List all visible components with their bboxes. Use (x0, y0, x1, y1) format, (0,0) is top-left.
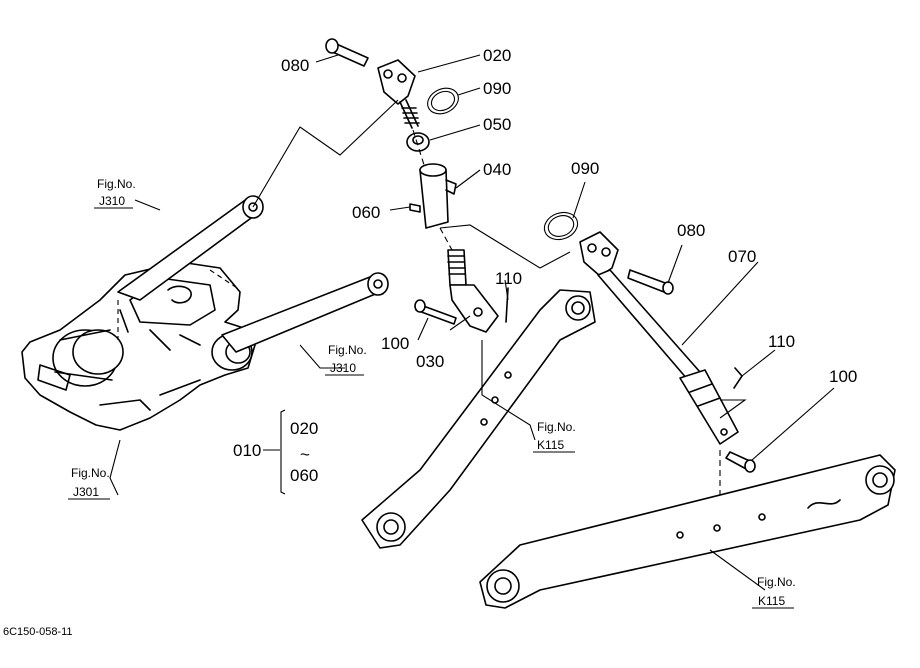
assembly-group: 010 020 ~ 060 (233, 419, 318, 485)
right-lift-rod-drawing (543, 211, 756, 500)
assembly-from: 020 (290, 419, 318, 438)
left-lift-rod-drawing (325, 38, 509, 333)
fig-ref-number-d: K115 (537, 438, 564, 452)
fig-ref-label-d: Fig.No. (537, 420, 576, 434)
part-label-090-right: 090 (571, 159, 599, 178)
part-label-080-top: 080 (281, 56, 309, 75)
fig-ref-label-c: Fig.No. (71, 466, 110, 480)
assembly-tilde: ~ (300, 445, 310, 464)
leader-lines (109, 54, 835, 591)
part-label-110-right: 110 (768, 332, 795, 351)
lower-link-right-drawing (479, 454, 896, 609)
fig-ref-number-b: J310 (330, 361, 356, 375)
hydraulic-housing-drawing (21, 261, 256, 431)
part-label-110-mid: 110 (495, 269, 522, 288)
fig-ref-number-c: J301 (73, 485, 99, 499)
lower-link-middle-drawing (361, 289, 596, 549)
fig-ref-label-a: Fig.No. (97, 177, 136, 191)
part-label-040: 040 (483, 160, 511, 179)
part-label-090-top: 090 (483, 79, 511, 98)
part-label-080-right: 080 (677, 221, 705, 240)
diagram-code: 6C150-058-11 (3, 626, 73, 638)
part-label-100-mid: 100 (381, 334, 409, 353)
part-labels: 080 020 090 050 040 060 090 080 070 110 … (281, 46, 857, 386)
fig-ref-number-a: J310 (99, 194, 125, 208)
assembly-to: 060 (290, 466, 318, 485)
part-label-020: 020 (483, 46, 511, 65)
part-label-060: 060 (352, 203, 380, 222)
fig-ref-number-e: K115 (758, 594, 785, 608)
part-label-070: 070 (728, 247, 756, 266)
lower-lift-arm-drawing (221, 272, 389, 353)
assembly-number: 010 (233, 441, 261, 460)
fig-ref-label-b: Fig.No. (328, 343, 367, 357)
part-label-100-right: 100 (829, 367, 857, 386)
fig-ref-label-e: Fig.No. (757, 575, 796, 589)
figure-references: Fig.No. J310 Fig.No. J310 Fig.No. J301 F… (68, 177, 796, 609)
part-label-030: 030 (416, 352, 444, 371)
part-label-050: 050 (483, 115, 511, 134)
